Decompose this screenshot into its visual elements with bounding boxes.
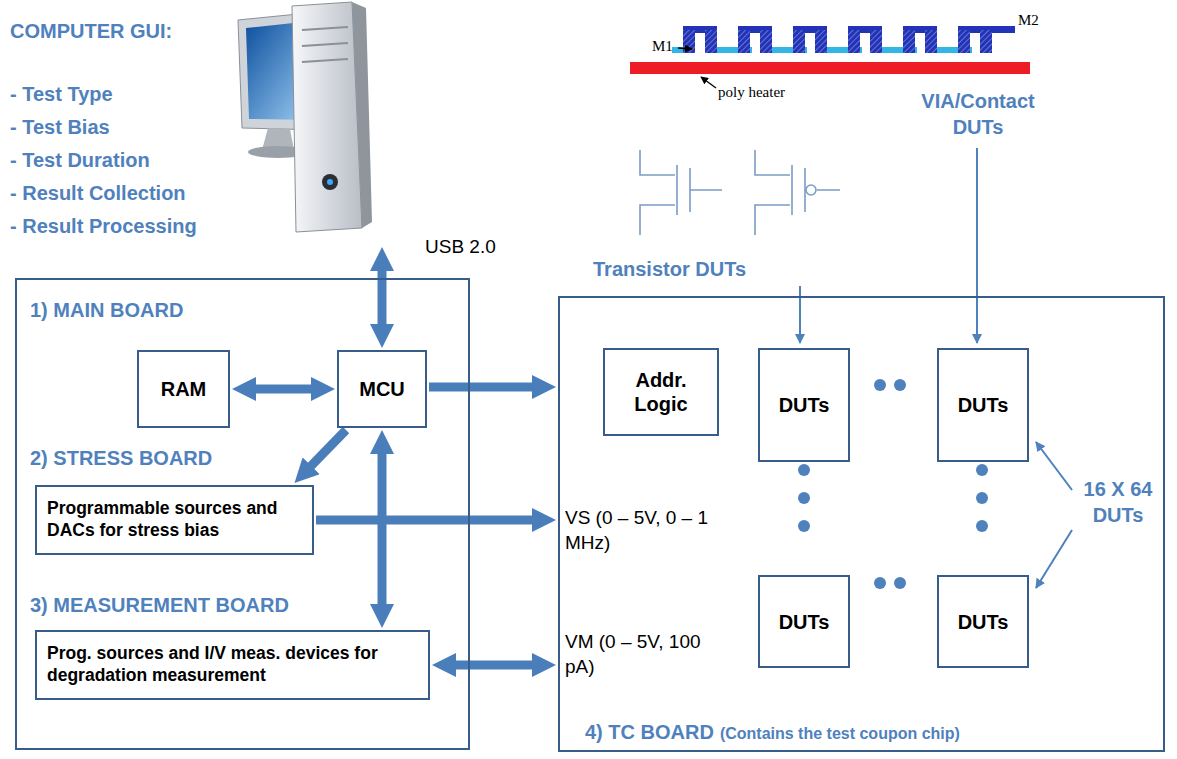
dot (798, 464, 810, 476)
via-plug (958, 30, 970, 53)
box-label: RAM (161, 377, 207, 401)
gui-item: - Test Bias (10, 111, 400, 144)
layer-label: M1 (652, 38, 673, 55)
ram-box: RAM (137, 350, 230, 428)
array-size-label: 16 X 64 DUTs (1072, 476, 1164, 528)
dot (894, 379, 906, 391)
pointer-arrows (678, 48, 716, 88)
box-label: MCU (359, 377, 405, 401)
dot (894, 577, 906, 589)
computer-icon (238, 2, 372, 232)
nmos-symbol (640, 150, 722, 235)
pmos-symbol (755, 150, 840, 235)
via-plug (705, 30, 717, 53)
pointer-arrow (701, 77, 716, 88)
power-button (322, 174, 338, 190)
block-arrow (444, 661, 544, 670)
dut-box: DUTs (758, 575, 850, 668)
pointer-arrow (678, 48, 692, 49)
gui-item: - Result Collection (10, 177, 400, 210)
block-arrow (303, 430, 346, 474)
addr-logic-box: Addr. Logic (603, 348, 719, 436)
computer-node: COMPUTER GUI: - Test Type- Test Bias- Tes… (5, 5, 400, 245)
measurement-board-box: 3) MEASUREMENT BOARDProg. sources and I/… (35, 630, 430, 700)
dut-box: DUTs (758, 348, 850, 462)
poly-heater (630, 62, 1030, 74)
block-arrow (378, 259, 387, 336)
via-plug (815, 30, 827, 53)
box-label: DUTs (958, 393, 1009, 417)
board-heading: 2) STRESS BOARD (30, 447, 212, 470)
dut-box: DUTs (937, 575, 1029, 668)
block-arrow (378, 442, 387, 616)
drive-slot (302, 27, 348, 62)
via-plug (738, 30, 750, 53)
leader-arrow (1036, 530, 1072, 588)
main-board: 1) MAIN BOARDRAMMCU2) STRESS BOARDProgra… (15, 278, 470, 750)
via-plug (903, 30, 915, 53)
block-arrow (244, 385, 323, 394)
gui-item: - Result Processing (10, 210, 400, 243)
transistor-symbols (640, 150, 840, 235)
leader-arrow (799, 286, 801, 343)
dot (798, 520, 810, 532)
dot (976, 492, 988, 504)
dut-box: DUTs (937, 348, 1029, 462)
board-heading: (Contains the test coupon chip) (720, 725, 960, 743)
box-label: Addr. Logic (619, 368, 703, 416)
via-plug (925, 30, 937, 53)
box-label: DUTs (958, 610, 1009, 634)
board-caption: 4) TC BOARD (Contains the test coupon chi… (585, 721, 960, 744)
board-heading: 4) TC BOARD (585, 721, 714, 744)
via-chain-illustration (630, 26, 1030, 74)
tower-side (352, 2, 372, 228)
block-arrow (429, 383, 544, 392)
gui-item: - Test Type (10, 78, 400, 111)
dot (976, 464, 988, 476)
box-label: Programmable sources and DACs for stress… (47, 498, 302, 542)
tower-case (292, 2, 362, 232)
signal-label: VS (0 – 5V, 0 – 1 MHz) (565, 506, 733, 555)
pmos-bubble (806, 185, 816, 195)
gui-item: COMPUTER GUI: (10, 15, 400, 48)
dot (874, 379, 886, 391)
dot (976, 520, 988, 532)
box-label: Prog. sources and I/V meas. devices for … (47, 643, 418, 687)
stress-board-box: 2) STRESS BOARDProgrammable sources and … (35, 485, 314, 555)
power-light (327, 179, 333, 185)
dot (798, 492, 810, 504)
via-plug (848, 30, 860, 53)
via-plug (980, 30, 992, 53)
box-label: DUTs (779, 393, 830, 417)
via-plug (683, 30, 695, 53)
block-arrow (316, 516, 544, 525)
signal-label: VM (0 – 5V, 100 pA) (565, 630, 733, 679)
via-plug (793, 30, 805, 53)
gui-item: - Test Duration (10, 144, 400, 177)
board-heading: 1) MAIN BOARD (30, 299, 183, 322)
via-plug (870, 30, 882, 53)
mcu-box: MCU (337, 350, 427, 428)
box-label: DUTs (779, 610, 830, 634)
dut-type-label: Transistor DUTs (593, 256, 746, 282)
layer-label: M2 (1018, 12, 1039, 29)
leader-arrow (976, 148, 978, 343)
dut-type-label: VIA/Contact DUTs (896, 88, 1060, 140)
via-plug (760, 30, 772, 53)
layer-label: poly heater (718, 84, 785, 101)
dot (874, 577, 886, 589)
board-heading: 3) MEASUREMENT BOARD (30, 594, 289, 617)
leader-arrow (1036, 442, 1072, 490)
edge-label: USB 2.0 (425, 236, 496, 258)
